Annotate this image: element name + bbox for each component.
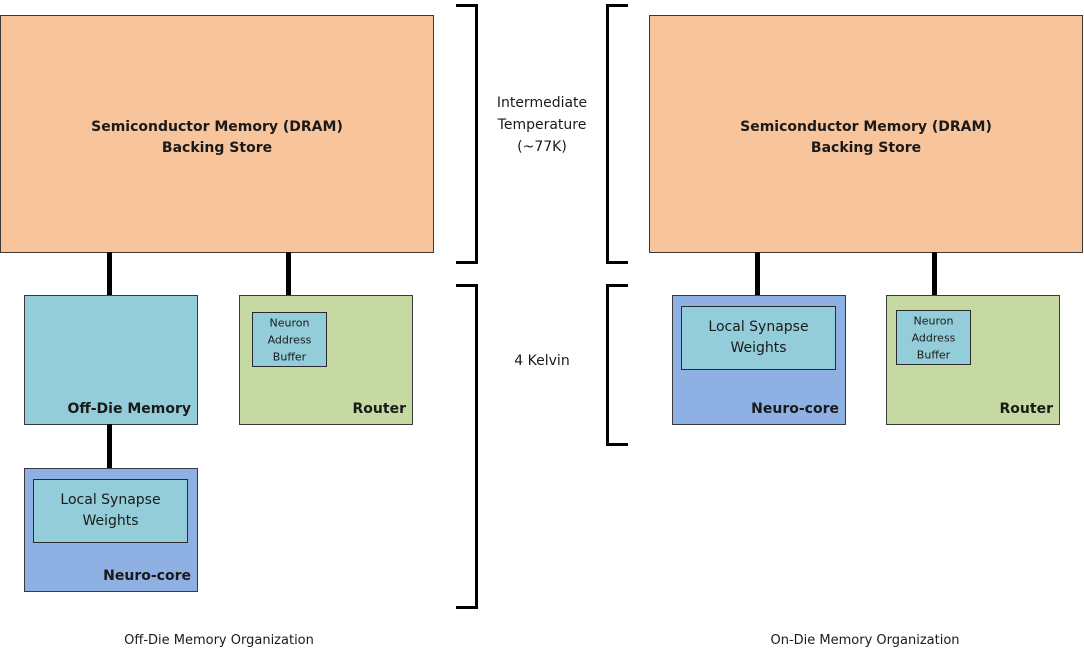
intermediate-temp-bracket-left <box>456 4 478 264</box>
left-router-label: Router <box>352 401 406 417</box>
intermediate-temperature-label: Intermediate Temperature (~77K) <box>496 95 588 155</box>
cryogenic-bracket-left <box>456 284 478 609</box>
left-dram-block: Semiconductor Memory (DRAM) Backing Stor… <box>0 15 434 253</box>
left-local-synapse-weights: Local Synapse Weights <box>33 479 188 543</box>
left-neuron-address-buffer: Neuron Address Buffer <box>252 312 327 367</box>
off-die-memory-label: Off-Die Memory <box>67 401 191 417</box>
right-dram-to-neuro-core-connector <box>755 252 760 307</box>
right-panel-caption: On-Die Memory Organization <box>770 633 960 648</box>
right-neuro-core-label: Neuro-core <box>751 401 839 417</box>
right-router-label: Router <box>999 401 1053 417</box>
right-dram-block: Semiconductor Memory (DRAM) Backing Stor… <box>649 15 1083 253</box>
left-dram-to-router-connector <box>286 252 291 314</box>
right-neuron-address-buffer: Neuron Address Buffer <box>896 310 971 365</box>
left-dram-to-memory-connector <box>107 252 112 297</box>
memory-to-neuro-core-connector <box>107 424 112 482</box>
left-neuro-core-label: Neuro-core <box>103 568 191 584</box>
right-dram-to-router-connector <box>932 252 937 312</box>
right-local-synapse-weights: Local Synapse Weights <box>681 306 836 370</box>
cryogenic-bracket-right <box>606 284 628 446</box>
right-dram-label: Semiconductor Memory (DRAM) Backing Stor… <box>740 119 992 156</box>
off-die-memory-block: Off-Die Memory <box>24 295 198 425</box>
left-panel-caption: Off-Die Memory Organization <box>124 633 314 648</box>
cryogenic-temperature-label: 4 Kelvin <box>514 353 570 369</box>
left-dram-label: Semiconductor Memory (DRAM) Backing Stor… <box>91 119 343 156</box>
intermediate-temp-bracket-right <box>606 4 628 264</box>
